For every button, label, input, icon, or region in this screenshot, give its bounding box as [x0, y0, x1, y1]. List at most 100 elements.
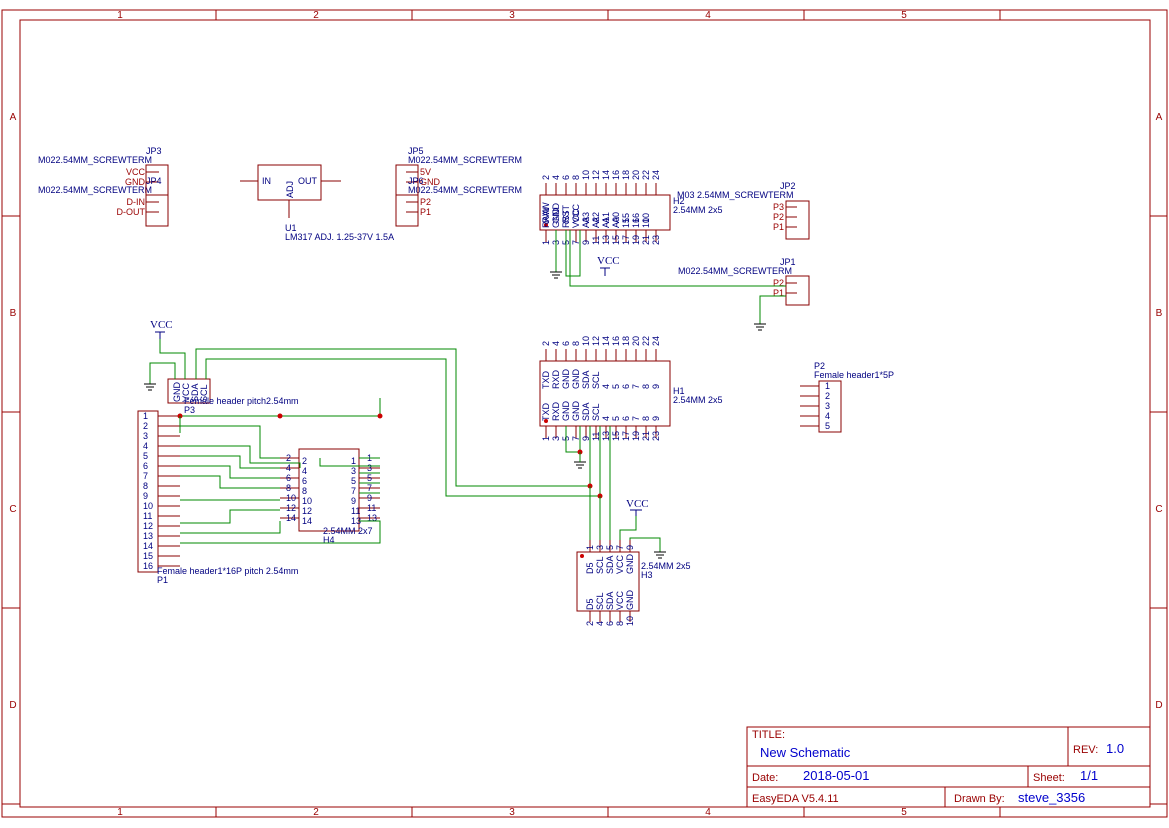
h4-pin-left-inner: 8 [302, 486, 307, 496]
jp6-pin-p1: P1 [420, 207, 431, 217]
h2-value: 2.54MM 2x5 [673, 205, 723, 215]
jp2-terminal[interactable]: JP2 M03 2.54MM_SCREWTERM P3 P2 P1 [677, 181, 810, 240]
h4-pin-left-outer: 6 [286, 473, 291, 483]
pin-name: 10 [641, 213, 651, 223]
pin-name: A1 [601, 212, 611, 223]
pin-name: 15 [621, 218, 631, 228]
jp4-pin-gnd: GND [125, 177, 146, 187]
p1-pin-number: 6 [143, 461, 148, 471]
pin-number: 22 [641, 170, 651, 180]
jp4-value: M022.54MM_SCREWTERM [38, 185, 152, 195]
frame-col-top: 2 [313, 10, 319, 21]
sheet-value: 1/1 [1080, 768, 1098, 783]
h3-pin-name: SDA [605, 591, 615, 610]
pin-number: 7 [571, 240, 581, 245]
p3-pin-sda: SDA [190, 383, 200, 402]
pin-name: TXD [541, 370, 551, 389]
pin-number: 2 [541, 175, 551, 180]
pin-number: 16 [611, 170, 621, 180]
rev-value: 1.0 [1106, 741, 1124, 756]
h4-pin-left-outer: 14 [286, 513, 296, 523]
h3-vcc-label: VCC [626, 498, 649, 510]
pin-name: VCC [571, 203, 581, 223]
pin-number: 15 [611, 431, 621, 441]
pin-name: VCC [571, 208, 581, 228]
u1-regulator[interactable]: IN OUT ADJ U1 LM317 ADJ. 1.25-37V 1.5A [240, 164, 394, 242]
pin-number: 4 [551, 341, 561, 346]
jp3-jp4-terminals[interactable]: JP3 M022.54MM_SCREWTERM M022.54MM_SCREWT… [38, 146, 169, 227]
h1-value: 2.54MM 2x5 [673, 395, 723, 405]
pin-name: 4 [601, 416, 611, 421]
p1-pin-number: 16 [143, 561, 153, 571]
pin-number: 17 [621, 431, 631, 441]
h3-pin-top: 9 [625, 545, 635, 550]
p3-pin-vcc: VCC [181, 382, 191, 402]
pin-name: A0 [611, 217, 621, 228]
sheet-label: Sheet: [1033, 772, 1065, 784]
p2-pin-number: 4 [825, 411, 830, 421]
frame-row-left: A [10, 112, 17, 123]
p2-pin-number: 5 [825, 421, 830, 431]
pin-name: 15 [621, 213, 631, 223]
pin-number: 1 [541, 240, 551, 245]
pin-name: 16 [631, 218, 641, 228]
pin-name: 6 [621, 384, 631, 389]
pin-name: RST [561, 204, 571, 223]
jp1-terminal[interactable]: JP1 M022.54MM_SCREWTERM P2 P1 [678, 257, 810, 306]
jp5-pin-gnd: GND [420, 177, 441, 187]
p3-header[interactable]: GND VCC SDA SCL P3 Female header pitch2.… [144, 319, 299, 415]
pin-number: 12 [591, 170, 601, 180]
frame-row-right: A [1156, 112, 1163, 123]
h4-ref: H4 [323, 535, 335, 545]
frame-row-right: B [1156, 308, 1163, 319]
jp2-pin-p1: P1 [773, 222, 784, 232]
frame-col-top: 4 [705, 10, 711, 21]
p1-pin-number: 14 [143, 541, 153, 551]
p3-value: Female header pitch2.54mm [184, 396, 299, 406]
p1-pin-number: 9 [143, 491, 148, 501]
frame-col-top: 1 [117, 10, 123, 21]
h3-pin-bottom: 2 [585, 621, 595, 626]
pin-name: SDA [581, 370, 591, 389]
pin-number: 13 [601, 235, 611, 245]
h3-value: 2.54MM 2x5 [641, 561, 691, 571]
h4-pin-left-inner: 10 [302, 496, 312, 506]
frame-row-left: C [9, 504, 16, 515]
jp4-pin-din: D-IN [127, 197, 146, 207]
u1-value: LM317 ADJ. 1.25-37V 1.5A [285, 232, 394, 242]
jp5-jp6-terminals[interactable]: JP5 M022.54MM_SCREWTERM M022.54MM_SCREWT… [395, 146, 522, 227]
p1-pin-number: 4 [143, 441, 148, 451]
frame-col-bottom: 4 [705, 807, 711, 818]
h3-pin-bottom: 4 [595, 621, 605, 626]
h3-pin-top: 3 [595, 545, 605, 550]
frame-row-left: B [10, 308, 17, 319]
pin-number: 23 [651, 431, 661, 441]
p2-pin-number: 2 [825, 391, 830, 401]
p3-vcc-label: VCC [150, 319, 173, 331]
jp4-pin-dout: D-OUT [117, 207, 146, 217]
pin-number: 16 [611, 336, 621, 346]
date-label: Date: [752, 772, 778, 784]
pin-name: A1 [601, 217, 611, 228]
jp6-pin-p2: P2 [420, 197, 431, 207]
h4-pin-left-inner: 12 [302, 506, 312, 516]
h3-pin-name: VCC [615, 590, 625, 610]
h4-pin-right-outer: 13 [367, 513, 377, 523]
pin-number: 21 [641, 431, 651, 441]
h3-pin-name: SCL [595, 556, 605, 574]
pin-number: 21 [641, 235, 651, 245]
jp4-pin-vcc: VCC [126, 167, 146, 177]
h3-pin-name: SDA [605, 555, 615, 574]
pin-number: 4 [551, 175, 561, 180]
h3-pin-top: 1 [585, 545, 595, 550]
pin-number: 6 [561, 341, 571, 346]
pin-number: 23 [651, 235, 661, 245]
pin-name: 4 [601, 384, 611, 389]
